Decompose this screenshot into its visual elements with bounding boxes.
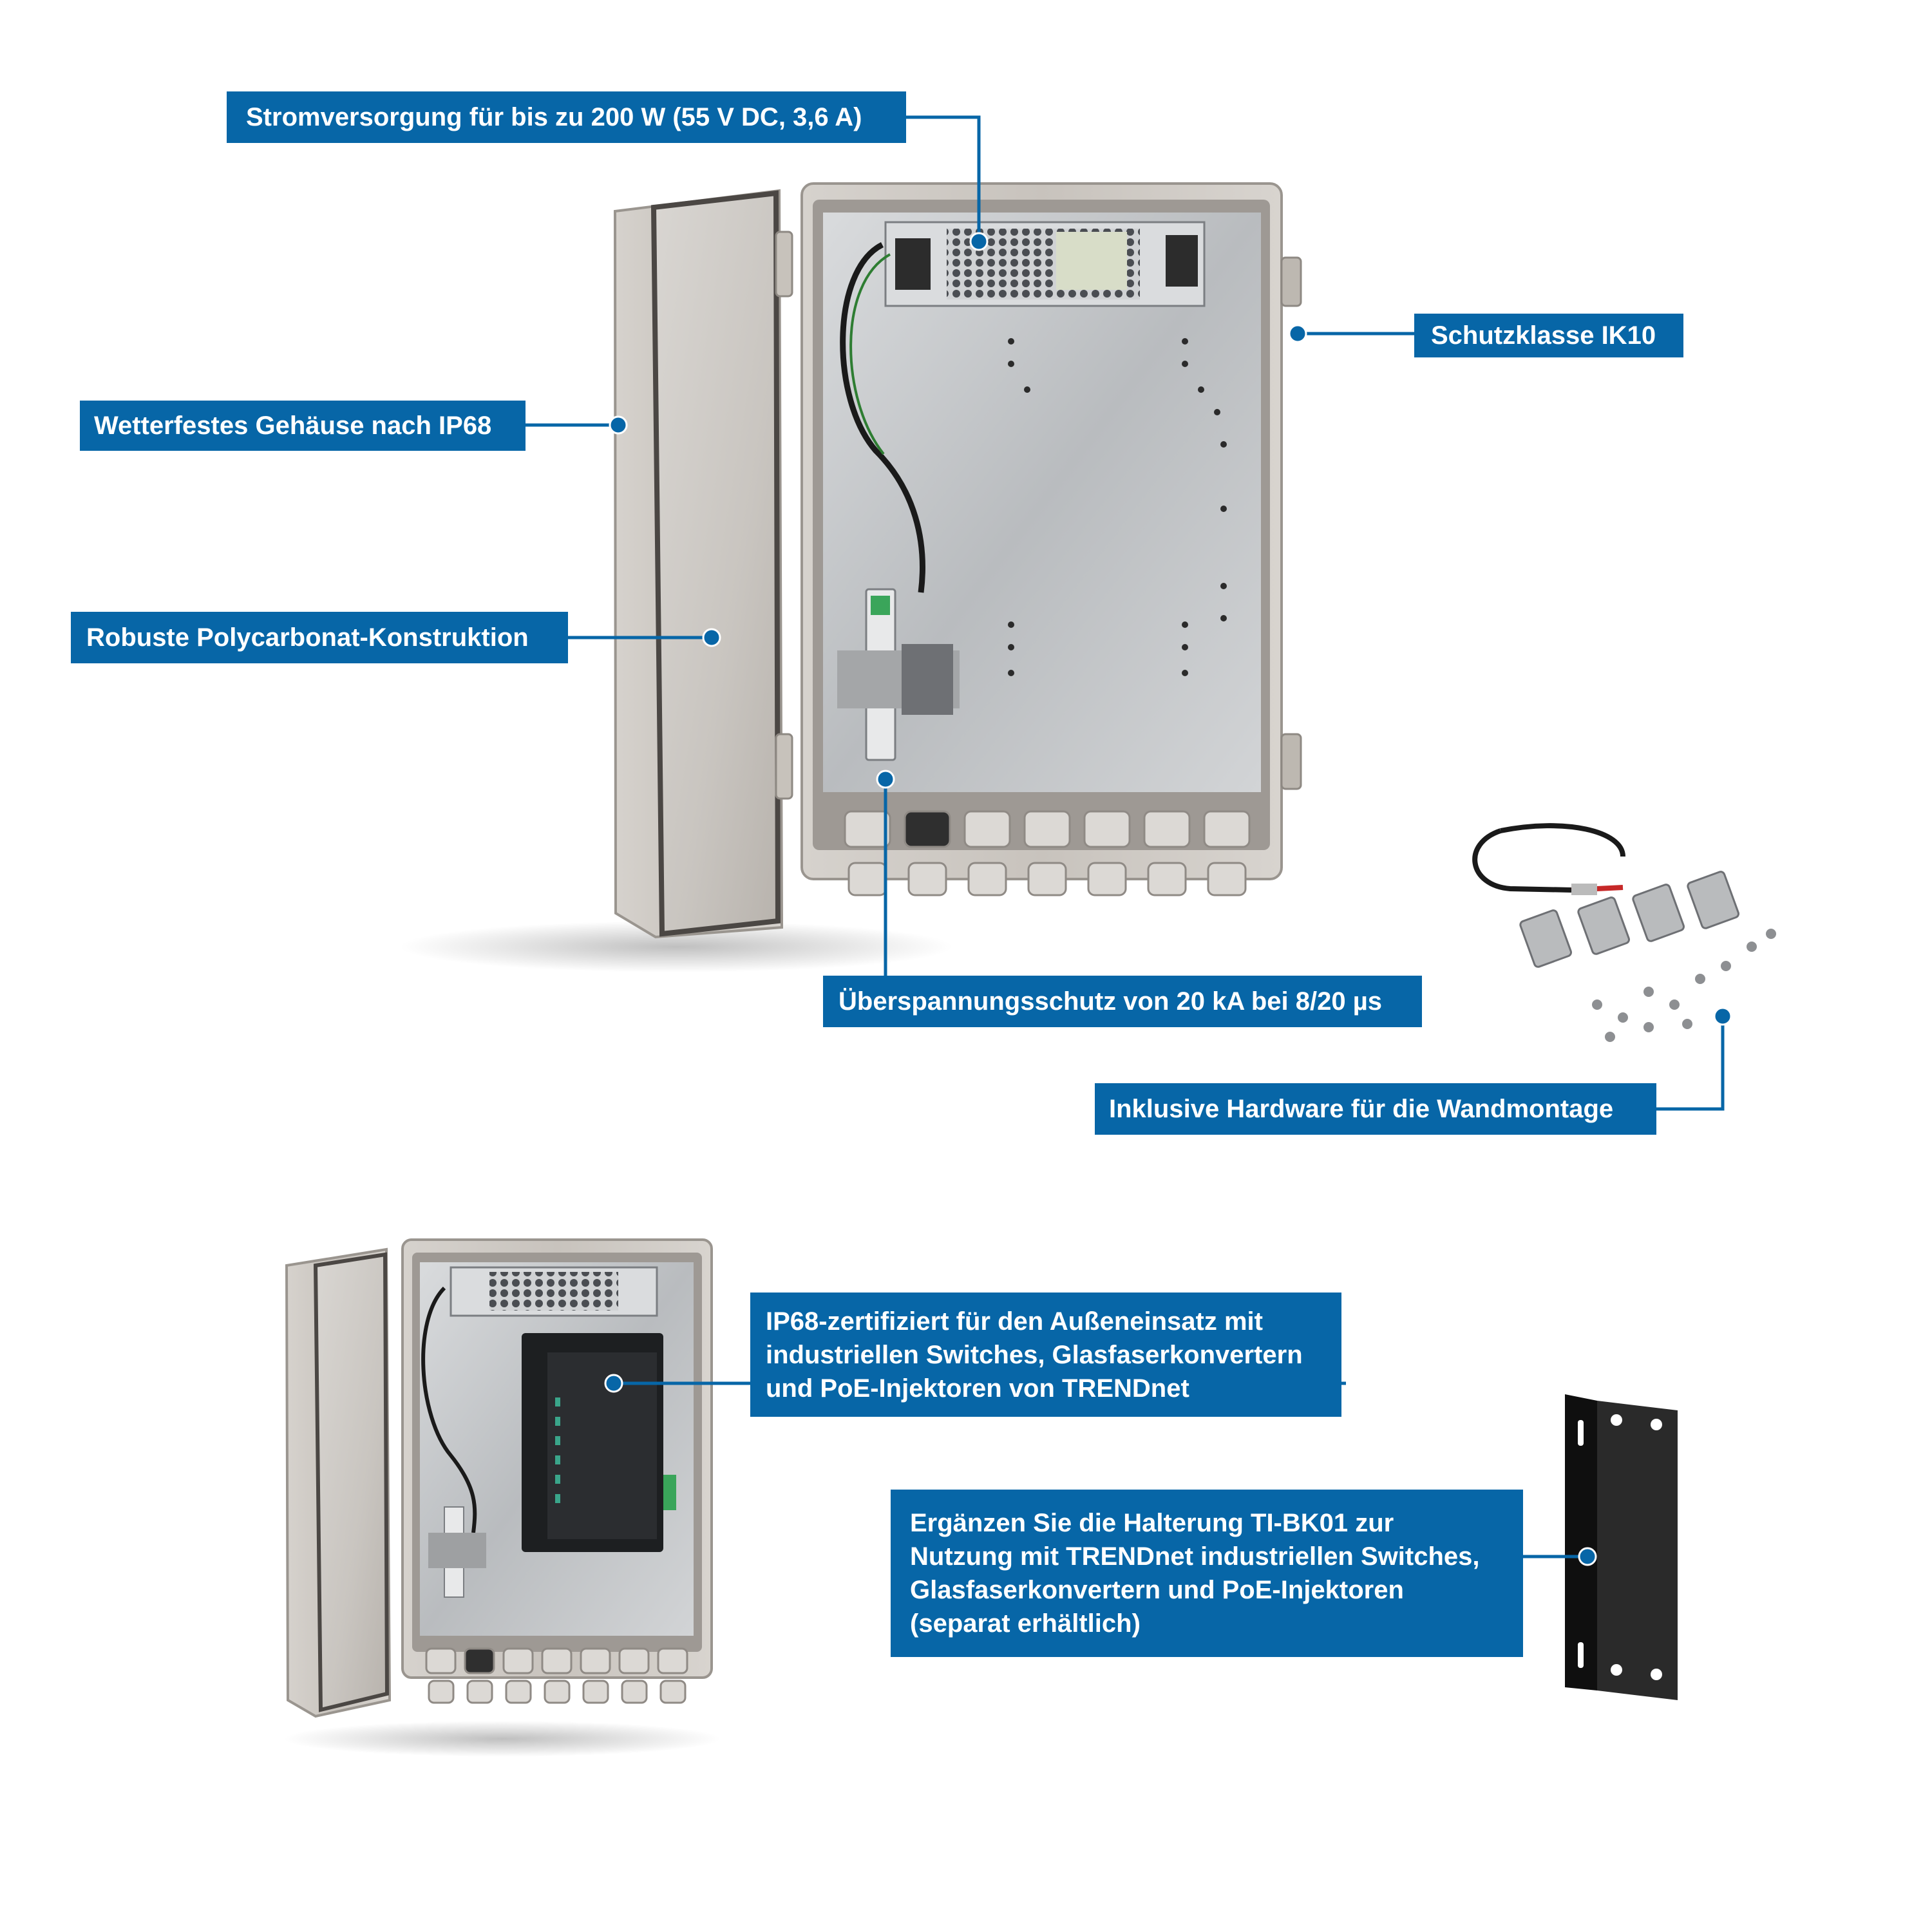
ip68-certified-line-1: IP68-zertifiziert für den Außeneinsatz m… <box>766 1307 1263 1336</box>
ip68-certified-line-2: industriellen Switches, Glasfaserkonvert… <box>766 1340 1303 1369</box>
switch-installed-image <box>283 1238 721 1757</box>
wall-mount-text: Inklusive Hardware für die Wandmontage <box>1109 1095 1614 1123</box>
bracket-line-3: Glasfaserkonvertern und PoE-Injektoren <box>910 1576 1404 1604</box>
wall-mount-label: Inklusive Hardware für die Wandmontage <box>1095 1083 1656 1135</box>
ip68-certified-line-3: und PoE-Injektoren von TRENDnet <box>766 1374 1189 1403</box>
bracket-line-2: Nutzung mit TRENDnet industriellen Switc… <box>910 1542 1480 1571</box>
weatherproof-label: Wetterfestes Gehäuse nach IP68 <box>80 401 526 451</box>
protection-class-text: Schutzklasse IK10 <box>1431 321 1656 350</box>
surge-protection-text: Überspannungsschutz von 20 kA bei 8/20 µ… <box>838 987 1383 1016</box>
ip68-certified-label: IP68-zertifiziert für den Außeneinsatz m… <box>750 1293 1341 1417</box>
mounting-bracket-image <box>1565 1394 1678 1700</box>
surge-protection-label: Überspannungsschutz von 20 kA bei 8/20 µ… <box>823 976 1422 1027</box>
leader-lines <box>522 115 1725 1558</box>
bracket-line-4: (separat erhältlich) <box>910 1609 1141 1638</box>
bracket-line-1: Ergänzen Sie die Halterung TI-BK01 zur <box>910 1509 1394 1537</box>
protection-class-label: Schutzklasse IK10 <box>1414 314 1683 357</box>
mounting-kit-image <box>1472 823 1776 1042</box>
polycarbonate-label: Robuste Polycarbonat-Konstruktion <box>71 612 568 663</box>
bracket-label: Ergänzen Sie die Halterung TI-BK01 zur N… <box>891 1490 1523 1657</box>
weatherproof-text: Wetterfestes Gehäuse nach IP68 <box>94 412 492 440</box>
leader-dots <box>604 232 1732 1566</box>
enclosure-open-image <box>399 182 1302 972</box>
power-supply-label: Stromversorgung für bis zu 200 W (55 V D… <box>227 91 906 143</box>
power-supply-text: Stromversorgung für bis zu 200 W (55 V D… <box>246 103 862 131</box>
polycarbonate-text: Robuste Polycarbonat-Konstruktion <box>86 623 529 652</box>
